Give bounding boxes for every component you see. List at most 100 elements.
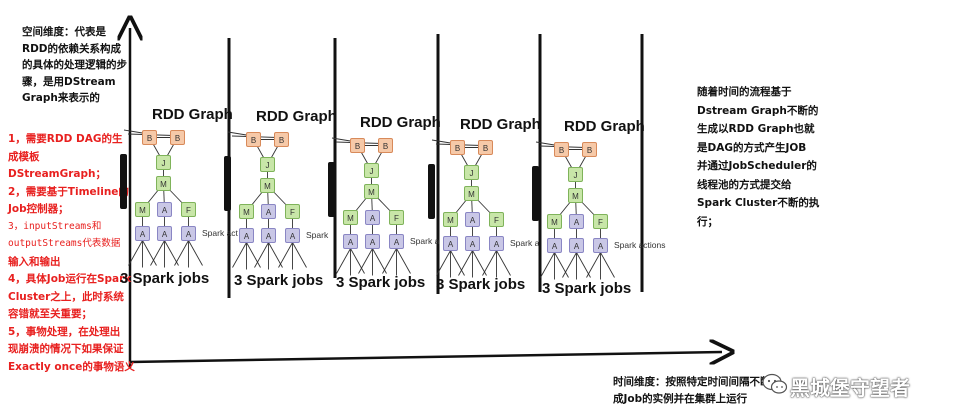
rdd-node-m: M — [464, 186, 479, 201]
dependency-edge — [188, 240, 203, 266]
requirement-line: 输入和输出 — [8, 255, 61, 268]
rdd-node-a: A — [261, 204, 276, 219]
rdd-node-m: M — [547, 214, 562, 229]
spatial-note-line: RDD的依赖关系构成 — [22, 42, 122, 55]
rdd-node-a: A — [489, 236, 504, 251]
rdd-node-b: B — [142, 130, 157, 145]
rdd-node-m: M — [260, 178, 275, 193]
rdd-node-m: M — [364, 184, 379, 199]
rdd-node-f: F — [181, 202, 196, 217]
dependency-edge — [123, 129, 146, 134]
dependency-edge — [535, 141, 558, 146]
rdd-node-a: A — [135, 226, 150, 241]
spark-jobs-label: 3 Spark jobs — [234, 272, 324, 289]
rdd-node-a: A — [547, 238, 562, 253]
requirement-line: Exactly once的事物语义 — [8, 360, 135, 373]
rdd-node-b: B — [274, 132, 289, 147]
rdd-node-a: A — [261, 228, 276, 243]
rdd-node-a: A — [569, 214, 584, 229]
dependency-edge — [600, 252, 615, 278]
rdd-node-m: M — [443, 212, 458, 227]
dependency-edge — [142, 240, 157, 266]
rdd-node-f: F — [285, 204, 300, 219]
dependency-edge — [396, 248, 411, 274]
requirement-line: 2，需要基于Timeline的 — [8, 185, 129, 198]
requirement-line: 现崩溃的情况下如果保证 — [8, 343, 124, 355]
rdd-node-b: B — [582, 142, 597, 157]
rdd-node-j: J — [568, 167, 583, 182]
dependency-edge — [431, 139, 454, 144]
rdd-node-f: F — [489, 212, 504, 227]
spark-actions-label: Spark act — [202, 228, 238, 238]
time-flow-note-line: 是DAG的方式产生JOB — [697, 141, 807, 154]
rdd-node-b: B — [554, 142, 569, 157]
requirement-line: DStreamGraph； — [8, 168, 106, 180]
rdd-node-b: B — [378, 138, 393, 153]
rdd-graph-title: RDD Graph — [460, 116, 541, 133]
rdd-node-m: M — [343, 210, 358, 225]
batch-interval-bar — [328, 162, 335, 217]
dependency-edge — [150, 240, 165, 266]
dependency-edge — [174, 240, 189, 266]
dependency-edge — [128, 240, 143, 266]
dependency-edge — [450, 250, 465, 276]
rdd-graph-title: RDD Graph — [152, 106, 233, 123]
rdd-node-a: A — [157, 226, 172, 241]
spark-jobs-label: 3 Spark jobs — [542, 280, 632, 297]
rdd-graph-title: RDD Graph — [360, 114, 441, 131]
dependency-edge — [576, 252, 591, 278]
rdd-graph-title: RDD Graph — [256, 108, 337, 125]
time-flow-note-line: 线程池的方式提交给 — [697, 178, 792, 191]
rdd-node-a: A — [389, 234, 404, 249]
time-flow-note-line: Dstream Graph不断的 — [697, 104, 819, 117]
batch-interval-bar — [532, 166, 539, 221]
rdd-node-j: J — [260, 157, 275, 172]
dependency-edge — [350, 248, 365, 274]
time-flow-note-line: Spark Cluster不断的执 — [697, 197, 820, 209]
rdd-node-a: A — [443, 236, 458, 251]
rdd-node-b: B — [170, 130, 185, 145]
rdd-node-b: B — [350, 138, 365, 153]
dependency-edge — [336, 248, 351, 274]
spark-jobs-label: 3 Spark jobs — [120, 270, 210, 287]
rdd-node-j: J — [364, 163, 379, 178]
spatial-note-line: 空间维度：代表是 — [22, 26, 106, 38]
spark-actions-label: Spark actions — [614, 240, 666, 250]
dependency-edge — [540, 252, 555, 278]
dependency-edge — [496, 250, 511, 276]
batch-interval-bar — [224, 156, 231, 211]
time-flow-note-line: 行； — [697, 215, 718, 228]
requirement-line: 4，具体Job运行在Spark — [8, 273, 132, 285]
dependency-edge — [331, 137, 354, 142]
requirement-line: 3，inputStreams和 — [8, 220, 102, 232]
dependency-edge — [164, 240, 179, 266]
rdd-node-a: A — [157, 202, 172, 217]
time-flow-note-line: 随着时间的流程基于 — [697, 86, 792, 98]
requirement-line: Job控制器； — [8, 203, 69, 215]
dependency-edge — [586, 252, 601, 278]
rdd-node-a: A — [365, 234, 380, 249]
spatial-note-line: Graph来表示的 — [22, 92, 100, 104]
dependency-edge — [232, 242, 247, 268]
rdd-node-b: B — [246, 132, 261, 147]
dependency-edge — [268, 242, 283, 268]
time-flow-note-line: 并通过JobScheduler的 — [697, 160, 817, 172]
dependency-edge — [372, 248, 387, 274]
rdd-node-a: A — [239, 228, 254, 243]
batch-interval-bar — [428, 164, 435, 219]
rdd-node-j: J — [464, 165, 479, 180]
dependency-edge — [382, 248, 397, 274]
spark-jobs-label: 3 Spark jobs — [436, 276, 526, 293]
dependency-edge — [472, 250, 487, 276]
rdd-node-j: J — [156, 155, 171, 170]
wechat-icon — [762, 373, 788, 394]
rdd-node-a: A — [465, 212, 480, 227]
rdd-node-m: M — [135, 202, 150, 217]
requirement-line: 1，需要RDD DAG的生 — [8, 133, 123, 145]
dependency-edge — [358, 248, 373, 274]
watermark-text: 黑城堡守望者 — [790, 376, 910, 400]
requirement-line: 5，事物处理，在处理出 — [8, 325, 121, 338]
rdd-node-m: M — [156, 176, 171, 191]
